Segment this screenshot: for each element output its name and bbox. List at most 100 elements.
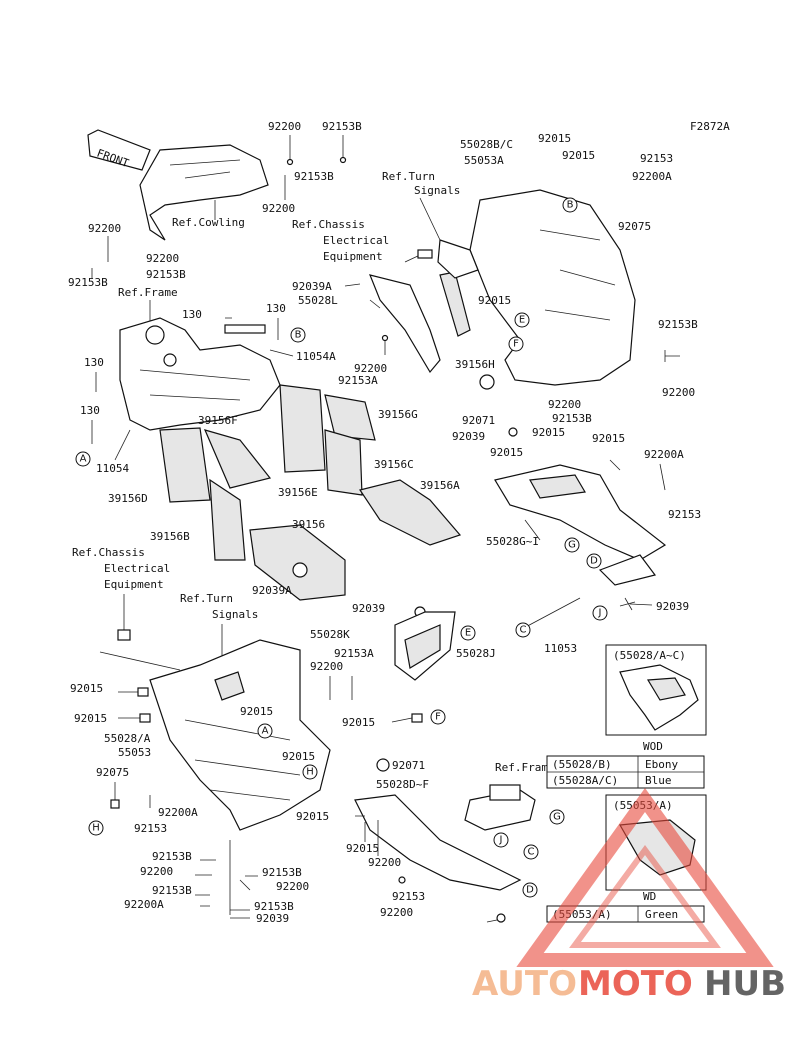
part-label: 92200 bbox=[380, 906, 413, 919]
part-label: 55028L bbox=[298, 294, 338, 307]
table-cell: (55028/B) bbox=[552, 758, 612, 771]
svg-text:G: G bbox=[568, 540, 576, 551]
svg-text:C: C bbox=[528, 847, 535, 858]
part-label: 55028J bbox=[456, 647, 496, 660]
part-label: 92015 bbox=[478, 294, 511, 307]
part-label: 92153B bbox=[322, 120, 362, 133]
warning-triangle-icon bbox=[516, 788, 774, 967]
svg-text:J: J bbox=[499, 835, 503, 846]
callout-e-low: E bbox=[460, 625, 476, 641]
ref-frame-bottom: Ref.Frame bbox=[495, 761, 555, 774]
part-label: 92200A bbox=[644, 448, 684, 461]
table-cell: Blue bbox=[645, 774, 672, 787]
part-label: 92015 bbox=[342, 716, 375, 729]
part-label: 39156H bbox=[455, 358, 495, 371]
callout-h-low: H bbox=[302, 764, 318, 780]
insulator-pads bbox=[159, 271, 471, 601]
svg-text:D: D bbox=[590, 556, 598, 567]
part-label: 39156E bbox=[278, 486, 318, 499]
part-label: 92039 bbox=[352, 602, 385, 615]
part-label: 92039A bbox=[252, 584, 292, 597]
part-label: 55053A bbox=[464, 154, 504, 167]
table-cell: Green bbox=[645, 908, 678, 921]
turn-signal-top bbox=[419, 197, 479, 279]
part-label: 55028/A bbox=[104, 732, 151, 745]
inset-bottom-color-code: WD bbox=[643, 890, 656, 903]
part-label: 92200A bbox=[124, 898, 164, 911]
part-label: 92153 bbox=[392, 890, 425, 903]
part-label: 130 bbox=[80, 404, 100, 417]
ref-turn-top-1: Ref.Turn bbox=[382, 170, 435, 183]
part-label: 11053 bbox=[544, 642, 577, 655]
ref-chassis-top-1: Ref.Chassis bbox=[292, 218, 365, 231]
part-label: 55028G~I bbox=[486, 535, 539, 548]
part-label: 39156B bbox=[150, 530, 190, 543]
part-label: 92015 bbox=[346, 842, 379, 855]
callout-h-left: H bbox=[88, 820, 104, 836]
callout-d-mid: D bbox=[586, 553, 602, 569]
part-label: 92153B bbox=[254, 900, 294, 913]
part-label: 92153 bbox=[134, 822, 167, 835]
watermark-moto: MOTO bbox=[578, 964, 693, 1004]
svg-text:H: H bbox=[92, 823, 100, 834]
part-label: 92200 bbox=[140, 865, 173, 878]
part-label: 92075 bbox=[618, 220, 651, 233]
svg-text:J: J bbox=[598, 608, 602, 619]
part-label: 11054 bbox=[96, 462, 129, 475]
part-label: 92015 bbox=[592, 432, 625, 445]
inset-top-color-code: WOD bbox=[643, 740, 663, 753]
callout-a-low: A bbox=[257, 723, 273, 739]
callout-c-low: C bbox=[523, 844, 539, 860]
figure-code: F2872A bbox=[690, 120, 730, 133]
ref-frame-top: Ref.Frame bbox=[118, 286, 178, 299]
part-label: 92153 bbox=[640, 152, 673, 165]
ref-cowling: Ref.Cowling bbox=[172, 216, 245, 229]
inset-top-table: (55028/B) Ebony (55028A/C) Blue bbox=[546, 755, 705, 789]
part-label: 92200A bbox=[632, 170, 672, 183]
svg-text:D: D bbox=[526, 885, 534, 896]
part-label: 92200 bbox=[262, 202, 295, 215]
part-label: 92200 bbox=[276, 880, 309, 893]
ref-chassis-top-2: Electrical bbox=[323, 234, 389, 247]
part-label: 92200A bbox=[158, 806, 198, 819]
part-label: 92200 bbox=[368, 856, 401, 869]
part-label: 55028D~F bbox=[376, 778, 429, 791]
inset-top: (55028/A~C) bbox=[605, 644, 707, 736]
part-label: 39156C bbox=[374, 458, 414, 471]
ref-chassis-top-3: Equipment bbox=[323, 250, 383, 263]
part-label: 130 bbox=[84, 356, 104, 369]
ref-chassis-bot-2: Electrical bbox=[104, 562, 170, 575]
part-label: 39156D bbox=[108, 492, 148, 505]
part-label: 92015 bbox=[296, 810, 329, 823]
ref-turn-top-2: Signals bbox=[414, 184, 460, 197]
part-label: 39156F bbox=[198, 414, 238, 427]
part-label: 92153A bbox=[338, 374, 378, 387]
part-label: 92200 bbox=[548, 398, 581, 411]
part-label: 92153B bbox=[552, 412, 592, 425]
part-label: 55028B/C bbox=[460, 138, 513, 151]
part-label: 92039 bbox=[256, 912, 289, 925]
svg-text:B: B bbox=[567, 200, 574, 211]
part-label: 92039 bbox=[656, 600, 689, 613]
callout-f-top: F bbox=[508, 336, 524, 352]
svg-text:G: G bbox=[553, 812, 561, 823]
part-label: 39156 bbox=[292, 518, 325, 531]
ref-chassis-bot-1: Ref.Chassis bbox=[72, 546, 145, 559]
part-label: 92015 bbox=[74, 712, 107, 725]
frame-bottom-part bbox=[464, 784, 536, 831]
part-label: 92015 bbox=[282, 750, 315, 763]
part-label: 92200 bbox=[662, 386, 695, 399]
upper-fairing-part bbox=[369, 189, 636, 386]
mid-lower-fairing bbox=[494, 464, 667, 586]
part-label: 92015 bbox=[490, 446, 523, 459]
side-panel-j bbox=[394, 611, 456, 681]
part-label: 92015 bbox=[70, 682, 103, 695]
svg-text:B: B bbox=[295, 330, 302, 341]
lower-undercowl bbox=[354, 794, 522, 891]
svg-text:A: A bbox=[262, 726, 269, 737]
ref-turn-bot-1: Ref.Turn bbox=[180, 592, 233, 605]
part-label: 92153B bbox=[68, 276, 108, 289]
part-label: 92200 bbox=[310, 660, 343, 673]
part-label: 11054A bbox=[296, 350, 336, 363]
